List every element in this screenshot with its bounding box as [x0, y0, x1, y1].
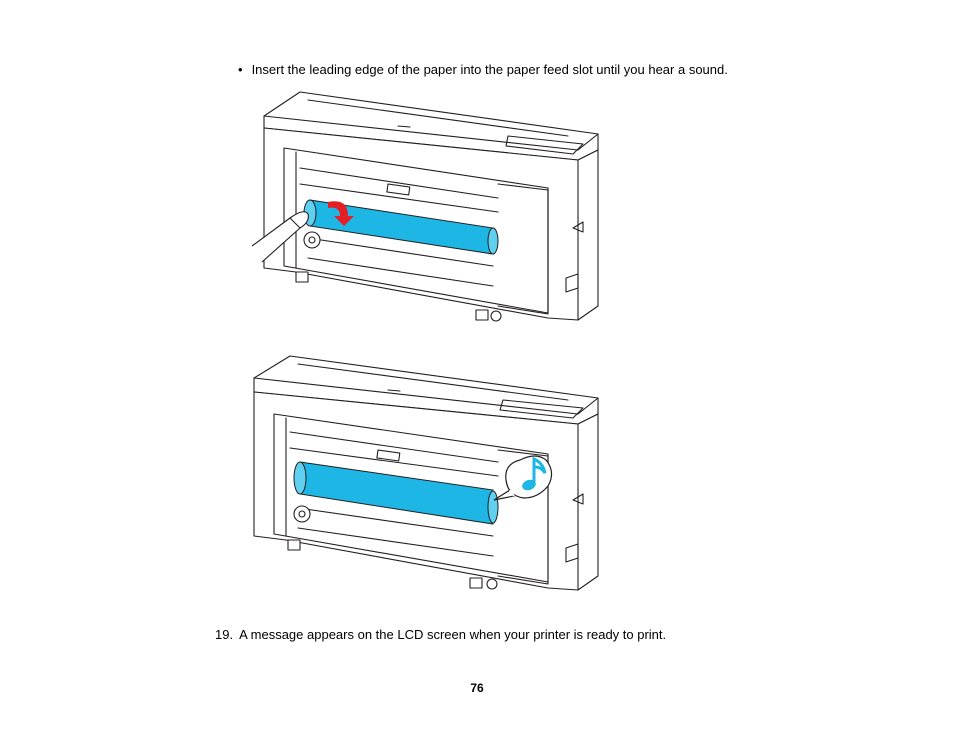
step-text: A message appears on the LCD screen when… [239, 627, 667, 642]
bullet-marker: • [238, 62, 243, 77]
hand-icon [251, 211, 309, 263]
bullet-text: Insert the leading edge of the paper int… [251, 62, 728, 77]
step-number: 19. [215, 627, 234, 642]
music-note-icon [522, 456, 547, 491]
page-number: 76 [470, 681, 484, 695]
bullet-instruction: • Insert the leading edge of the paper i… [238, 62, 728, 77]
printer-illustration-inserted [248, 352, 608, 602]
printer-illustration-insert [248, 88, 608, 333]
red-arrow-icon [328, 201, 354, 226]
step-instruction: 19. A message appears on the LCD screen … [215, 627, 666, 642]
printer-drawing [253, 355, 599, 591]
printer-drawing [263, 91, 599, 322]
